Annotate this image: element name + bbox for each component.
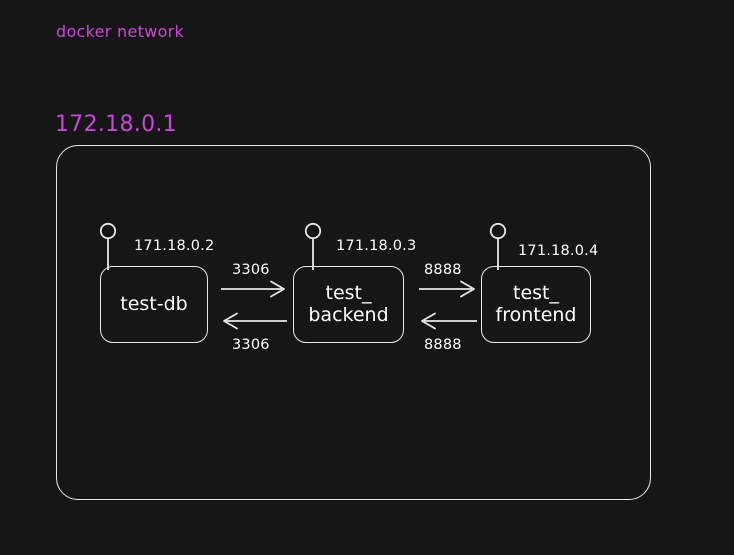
node-name-label: test_ frontend <box>495 282 577 326</box>
arrow-right-icon <box>220 280 288 302</box>
node-ip-label: 171.18.0.4 <box>518 243 599 259</box>
arrow-right-icon <box>418 280 478 302</box>
network-gateway-label: 172.18.0.1 <box>55 112 177 137</box>
node-name-label: test-db <box>120 292 188 315</box>
port-label-outbound: 8888 <box>424 262 462 278</box>
node-box[interactable]: test-db <box>100 266 208 343</box>
port-label-outbound: 3306 <box>232 262 270 278</box>
node-ip-label: 171.18.0.2 <box>134 238 215 254</box>
node-name-label: test_ backend <box>308 282 389 326</box>
node-box[interactable]: test_ backend <box>293 266 404 343</box>
arrow-left-icon <box>418 312 478 334</box>
node-ip-label: 171.18.0.3 <box>336 238 417 254</box>
port-label-inbound: 8888 <box>424 337 462 353</box>
port-label-inbound: 3306 <box>232 337 270 353</box>
network-boundary-box <box>56 145 651 500</box>
arrow-left-icon <box>220 312 288 334</box>
diagram-title: docker network <box>56 22 185 41</box>
node-box[interactable]: test_ frontend <box>481 266 591 343</box>
